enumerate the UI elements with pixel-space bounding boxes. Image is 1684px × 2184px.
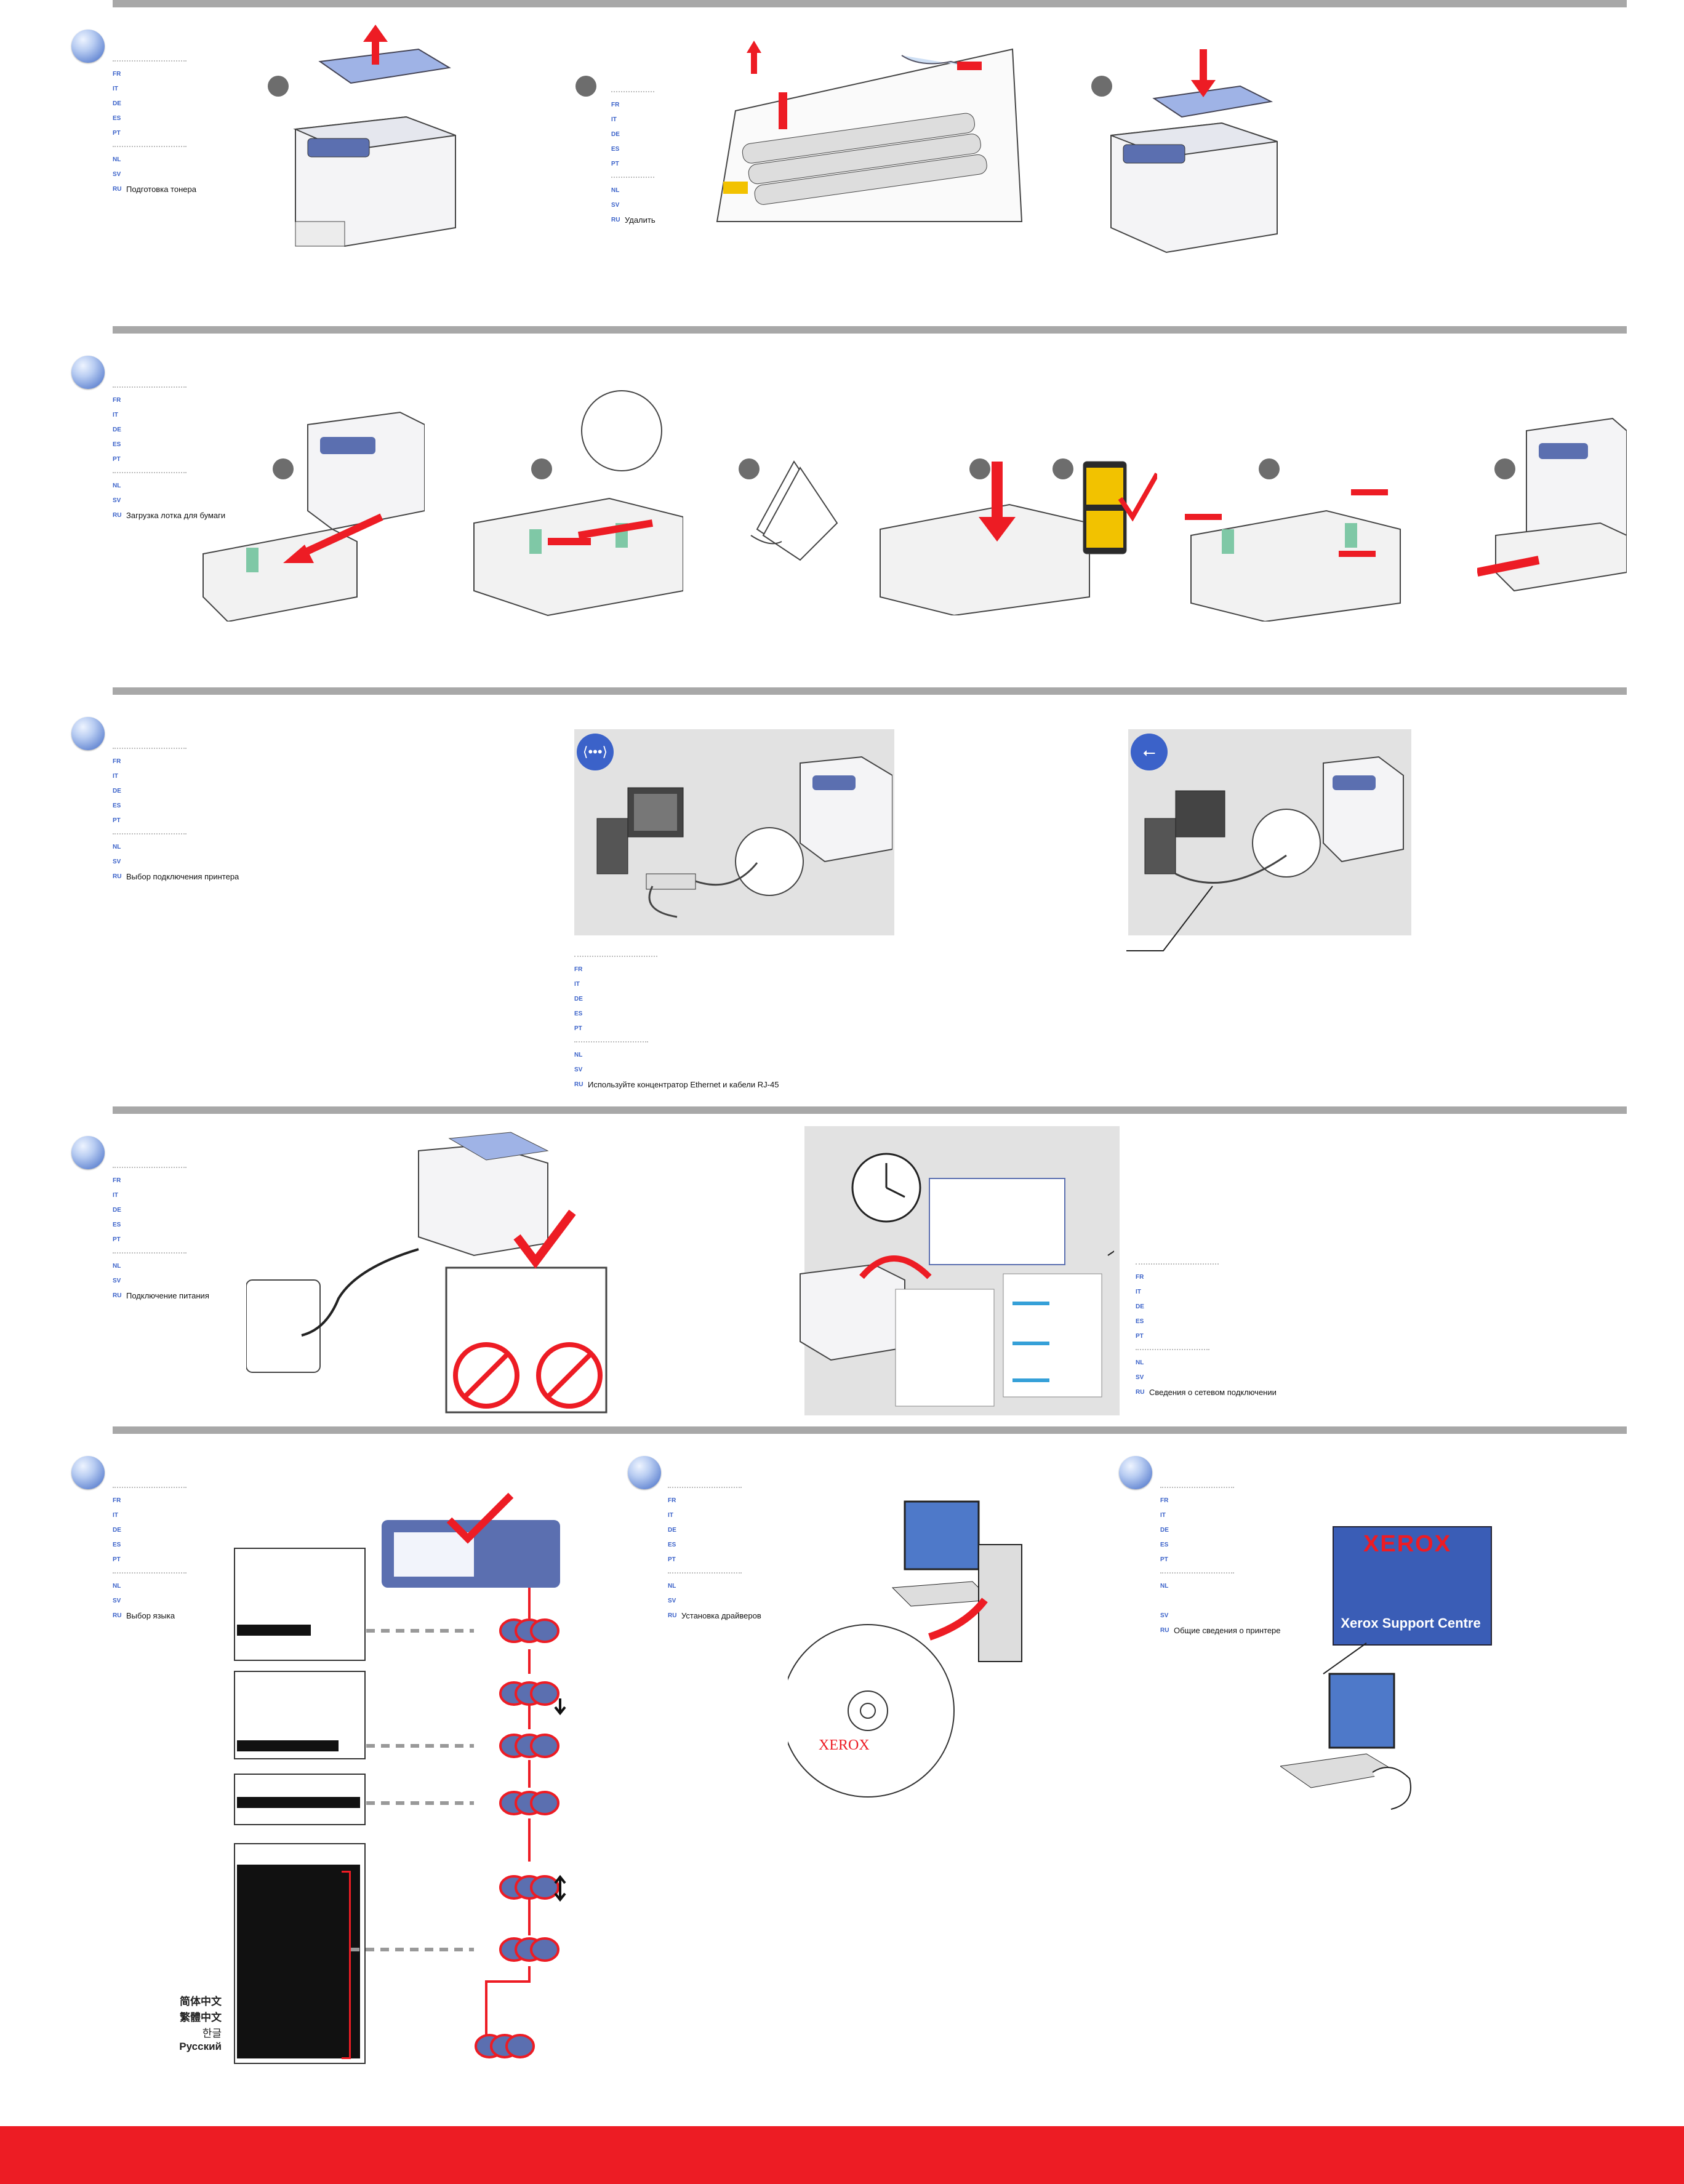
- cd-brand: XEROX: [819, 1737, 870, 1753]
- configuration-page-illustration: [800, 1153, 1114, 1407]
- step-marker: [273, 458, 294, 479]
- remove-label: Удалить: [625, 215, 656, 225]
- printer-info-bubble: [1119, 1456, 1152, 1489]
- section-1-bubble: [71, 30, 105, 63]
- section-divider: [113, 687, 1627, 695]
- section-divider: [113, 1426, 1627, 1434]
- menu-navigation-flow: [351, 1588, 566, 2058]
- drivers-label: Установка драйверов: [681, 1611, 761, 1620]
- step-marker: [739, 458, 760, 479]
- insert-tray-illustration: [1477, 417, 1627, 592]
- section-3-ru-label: Выбор подключения принтера: [126, 872, 239, 881]
- section-2-bubble: [71, 356, 105, 389]
- drivers-bubble: [628, 1456, 661, 1489]
- step-marker: [1052, 458, 1073, 479]
- ethernet-note: Используйте концентратор Ethernet и кабе…: [588, 1080, 779, 1089]
- step-marker: [1091, 76, 1112, 97]
- printer-info-label: Общие сведения о принтере: [1174, 1626, 1281, 1635]
- step-marker: [531, 458, 552, 479]
- section-2-ru-label: Загрузка лотка для бумаги: [126, 511, 226, 520]
- step-marker: [969, 458, 990, 479]
- printer-close-lid-illustration: [1110, 49, 1278, 254]
- adjust-width-illustration: [1185, 489, 1401, 622]
- step-marker: [1259, 458, 1280, 479]
- menu-selection: [237, 1740, 339, 1751]
- section-3-bubble: [71, 717, 105, 750]
- language-option: 繁體中文: [180, 2012, 222, 2023]
- load-paper-illustration: [880, 461, 1157, 615]
- footer-bar: [0, 2126, 1684, 2184]
- section-divider: [113, 0, 1627, 7]
- fan-paper-illustration: [750, 460, 838, 561]
- ethernet-connection-illustration: [596, 756, 892, 918]
- ethernet-icon: ⟨•••⟩: [577, 734, 614, 770]
- support-centre-caption: Xerox Support Centre: [1341, 1615, 1481, 1631]
- step-marker: [575, 76, 596, 97]
- control-panel-display: [394, 1532, 474, 1577]
- step-marker: [1494, 458, 1515, 479]
- menu-selection: [237, 1797, 360, 1808]
- language-label: Выбор языка: [126, 1611, 175, 1620]
- support-centre-title: XEROX: [1363, 1531, 1452, 1557]
- section-divider: [113, 326, 1627, 334]
- menu-selection: [237, 1625, 311, 1636]
- toner-cartridges-illustration: [716, 41, 1023, 222]
- computer-user-illustration: [1280, 1642, 1411, 1810]
- language-option: Русский: [179, 2041, 222, 2052]
- network-info-label: Сведения о сетевом подключении: [1149, 1388, 1277, 1397]
- usb-icon: ⭠: [1131, 734, 1168, 770]
- support-centre-window: [1333, 1526, 1492, 1646]
- checkmark-icon: [446, 1492, 514, 1544]
- adjust-guides-illustration: [473, 390, 683, 617]
- cd-install-illustration: [788, 1500, 1022, 1798]
- language-option: 简体中文: [180, 1996, 222, 2007]
- menu-screen-1: [234, 1548, 366, 1661]
- section-4-bubble: [71, 1136, 105, 1169]
- language-list-bracket: [342, 1871, 351, 2059]
- language-bubble: [71, 1456, 105, 1489]
- section-1-ru-label: Подготовка тонера: [126, 185, 196, 194]
- power-connection-illustration: [246, 1132, 607, 1414]
- pull-tray-illustration: [202, 411, 425, 622]
- usb-connection-illustration: [1126, 756, 1404, 951]
- language-list: [237, 1865, 360, 2058]
- language-option: 한글: [202, 2028, 222, 2039]
- section-divider: [113, 1106, 1627, 1114]
- printer-open-lid-illustration: [293, 25, 456, 247]
- step-marker: [268, 76, 289, 97]
- section-4-ru-label: Подключение питания: [126, 1291, 209, 1300]
